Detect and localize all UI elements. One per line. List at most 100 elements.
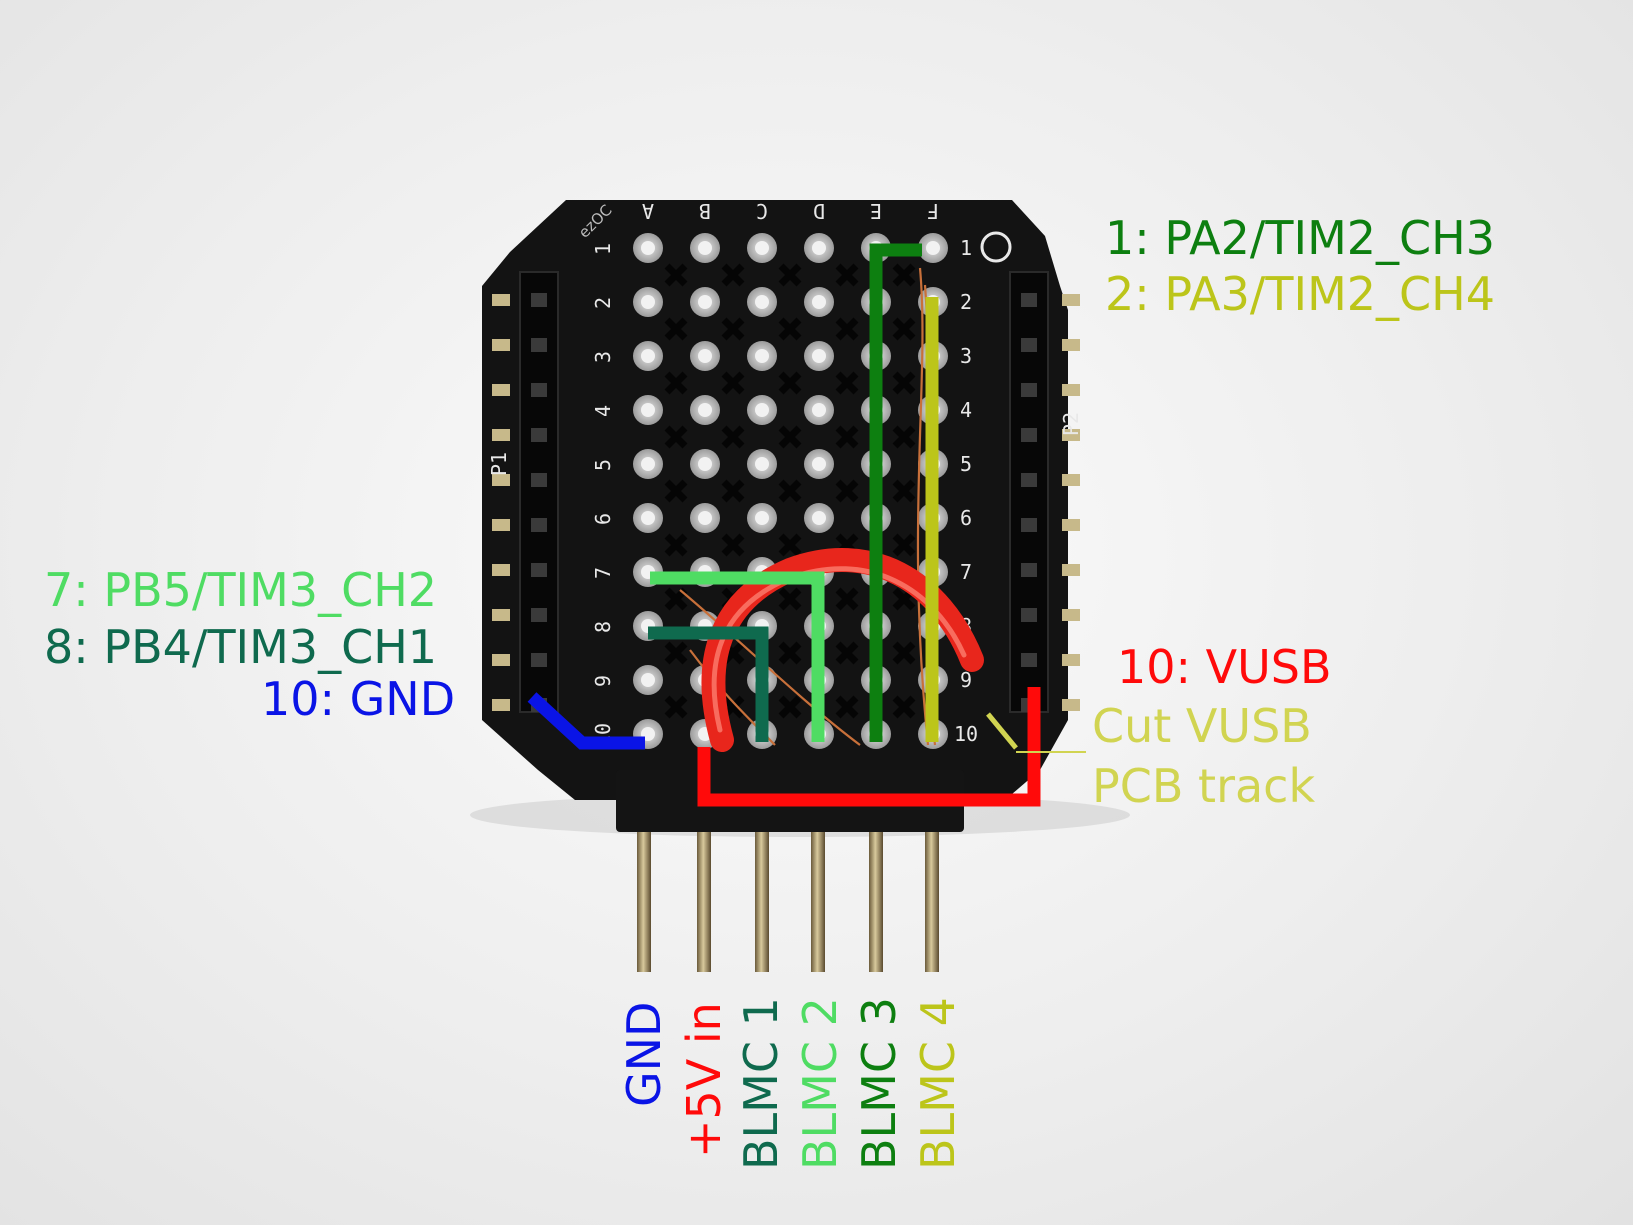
power-trace (697, 687, 1041, 807)
column-letter-D: D (813, 199, 825, 223)
edge-pad-right-6 (1062, 519, 1080, 531)
edge-pad-right-2 (1062, 339, 1080, 351)
cross-1-0 (721, 263, 745, 287)
row-number-right-1: 1 (960, 236, 972, 260)
column-letter-B: B (699, 199, 711, 223)
pin-label-blmc4: BLMC 4 (911, 997, 965, 1170)
edge-pad-right-9 (1062, 654, 1080, 666)
hole-2-1 (755, 295, 769, 309)
header-socket-right-5 (1021, 473, 1037, 487)
row-number-right-9: 9 (960, 668, 972, 692)
hole-1-1 (698, 295, 712, 309)
cross-0-3 (664, 425, 688, 449)
cross-2-2 (778, 371, 802, 395)
blmc2-trace (650, 571, 825, 742)
header-socket-left-9 (531, 653, 547, 667)
edge-pad-right-8 (1062, 609, 1080, 621)
header-socket-left-1 (531, 293, 547, 307)
blmc1-trace (648, 626, 769, 742)
hole-0-2 (641, 349, 655, 363)
mounting-ring-icon (980, 231, 1012, 263)
cross-3-4 (835, 479, 859, 503)
cross-2-0 (778, 263, 802, 287)
edge-pad-right-10 (1062, 699, 1080, 711)
edge-pad-left-5 (492, 474, 510, 486)
header-socket-left-3 (531, 383, 547, 397)
cross-2-1 (778, 317, 802, 341)
cross-3-8 (835, 695, 859, 719)
cross-1-1 (721, 317, 745, 341)
header-socket-right-4 (1021, 428, 1037, 442)
hole-5-0 (926, 241, 940, 255)
cross-1-3 (721, 425, 745, 449)
hole-2-5 (755, 511, 769, 525)
cross-4-8 (892, 695, 916, 719)
cut-track-pointer (986, 712, 1018, 750)
hole-3-2 (812, 349, 826, 363)
cross-3-1 (835, 317, 859, 341)
row-number-right-2: 2 (960, 290, 972, 314)
cross-0-8 (664, 695, 688, 719)
cross-0-0 (664, 263, 688, 287)
column-letter-C: C (756, 199, 768, 223)
header-socket-left-5 (531, 473, 547, 487)
hole-3-1 (812, 295, 826, 309)
header-socket-left-6 (531, 518, 547, 532)
label-vusb10: 10: VUSB (1117, 640, 1332, 694)
row-number-left-5: 5 (591, 459, 615, 471)
header-left-label: P1 (487, 452, 511, 476)
header-pin-2 (697, 820, 711, 972)
hole-3-5 (812, 511, 826, 525)
edge-pad-right-4 (1062, 429, 1080, 441)
hole-3-0 (812, 241, 826, 255)
cross-1-2 (721, 371, 745, 395)
header-socket-left-2 (531, 338, 547, 352)
edge-pad-right-5 (1062, 474, 1080, 486)
row-number-right-6: 6 (960, 506, 972, 530)
hole-0-5 (641, 511, 655, 525)
hole-0-1 (641, 295, 655, 309)
hole-3-3 (812, 403, 826, 417)
cross-0-4 (664, 479, 688, 503)
label-pb5: 7: PB5/TIM3_CH2 (44, 563, 438, 617)
cross-0-7 (664, 641, 688, 665)
cross-2-7 (778, 641, 802, 665)
cross-4-2 (892, 371, 916, 395)
edge-pad-right-1 (1062, 294, 1080, 306)
edge-pad-left-7 (492, 564, 510, 576)
pin-label-blmc3: BLMC 3 (852, 997, 906, 1170)
label-cut-1: Cut VUSB (1092, 699, 1312, 753)
hole-2-3 (755, 403, 769, 417)
edge-pad-left-6 (492, 519, 510, 531)
hole-0-0 (641, 241, 655, 255)
row-number-left-8: 8 (591, 621, 615, 633)
row-number-right-7: 7 (960, 560, 972, 584)
cross-4-7 (892, 641, 916, 665)
header-pin-5 (869, 820, 883, 972)
hole-0-3 (641, 403, 655, 417)
column-letter-E: E (870, 199, 882, 223)
hole-1-0 (698, 241, 712, 255)
cross-2-4 (778, 479, 802, 503)
edge-pad-left-8 (492, 609, 510, 621)
cross-1-5 (721, 533, 745, 557)
row-number-left-1: 1 (591, 243, 615, 255)
header-socket-right-7 (1021, 563, 1037, 577)
header-right-label: P2 (1059, 412, 1083, 436)
hole-2-0 (755, 241, 769, 255)
cross-4-5 (892, 533, 916, 557)
hole-3-4 (812, 457, 826, 471)
edge-pad-right-7 (1062, 564, 1080, 576)
row-number-right-10: 10 (954, 722, 978, 746)
header-socket-left-7 (531, 563, 547, 577)
row-number-right-3: 3 (960, 344, 972, 368)
label-gnd10: 10: GND (261, 672, 456, 726)
side-headers (492, 271, 1080, 713)
cross-2-6 (778, 587, 802, 611)
label-cut-2: PCB track (1092, 759, 1316, 813)
edge-pad-left-9 (492, 654, 510, 666)
cross-2-3 (778, 425, 802, 449)
cross-3-7 (835, 641, 859, 665)
cross-1-4 (721, 479, 745, 503)
